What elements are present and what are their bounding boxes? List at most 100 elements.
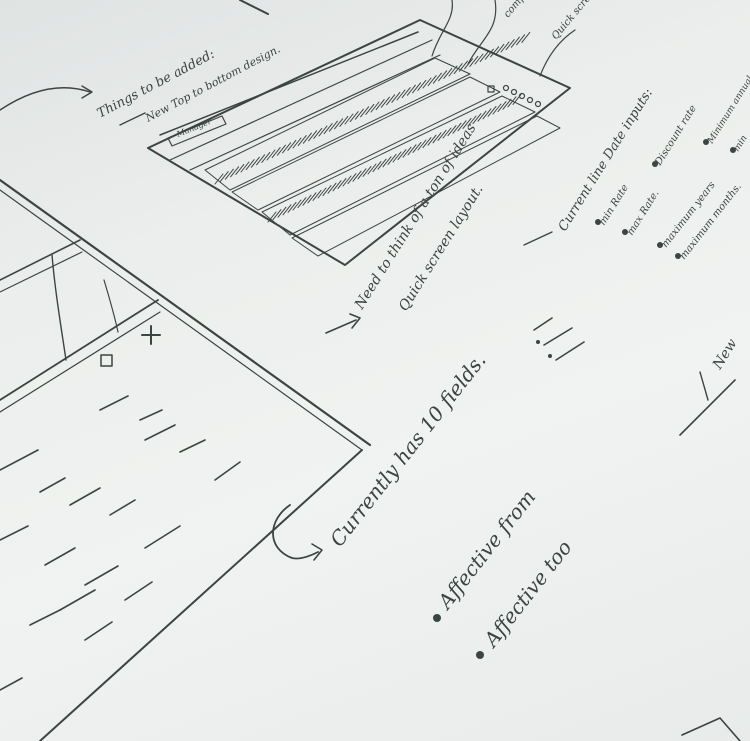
hatch-stroke bbox=[502, 98, 512, 110]
hatch-stroke bbox=[287, 201, 297, 213]
hatch-stroke bbox=[427, 75, 437, 87]
hatch-stroke bbox=[354, 108, 364, 120]
hatch-stroke bbox=[312, 189, 322, 201]
hatch-stroke bbox=[334, 118, 344, 130]
bullet-list-markers bbox=[433, 139, 736, 659]
hatch-stroke bbox=[490, 46, 500, 58]
hatch-stroke bbox=[497, 101, 507, 113]
hatch-stroke bbox=[482, 108, 492, 120]
hatch-stroke bbox=[462, 117, 472, 129]
field-scribble bbox=[0, 525, 29, 541]
quick-screen-layout-note: Quick screen layout. bbox=[396, 182, 487, 314]
hatch-stroke bbox=[230, 166, 240, 178]
hatch-stroke bbox=[477, 110, 487, 122]
hatch-stroke bbox=[313, 127, 323, 139]
hatch-stroke bbox=[292, 137, 302, 149]
hatch-stroke bbox=[412, 82, 422, 94]
hatch-stroke bbox=[521, 31, 531, 43]
hatch-stroke bbox=[327, 182, 337, 194]
hatch-stroke bbox=[422, 137, 432, 149]
hatch-stroke bbox=[362, 165, 372, 177]
hatch-stroke bbox=[337, 177, 347, 189]
hatch-stroke bbox=[323, 123, 333, 135]
hatch-stroke bbox=[507, 96, 517, 108]
hatch-stroke bbox=[417, 139, 427, 151]
hatch-stroke bbox=[224, 168, 234, 180]
hatch-stroke bbox=[407, 144, 417, 156]
hatch-stroke bbox=[443, 67, 453, 79]
hatch-stroke bbox=[302, 194, 312, 206]
hatch-stroke bbox=[505, 39, 515, 51]
hatch-stroke bbox=[452, 122, 462, 134]
hatch-stroke bbox=[328, 120, 338, 132]
hatch-stroke bbox=[297, 135, 307, 147]
field-scribble bbox=[84, 565, 119, 586]
field-scribble bbox=[39, 477, 66, 493]
hatch-stroke bbox=[427, 134, 437, 146]
hatch-stroke bbox=[472, 113, 482, 125]
checkbox-icon bbox=[100, 354, 113, 367]
hatch-stroke bbox=[438, 70, 448, 82]
new-note: New bbox=[709, 336, 740, 373]
hatch-stroke bbox=[332, 180, 342, 192]
hatch-stroke bbox=[432, 132, 442, 144]
hatch-stroke bbox=[458, 60, 468, 72]
compare-note: compare bbox=[502, 0, 539, 20]
scribble-marks bbox=[533, 317, 585, 361]
hatch-stroke bbox=[375, 99, 385, 111]
hatch-stroke bbox=[372, 161, 382, 173]
hatch-stroke bbox=[250, 156, 260, 168]
hatch-stroke bbox=[474, 53, 484, 65]
discount-rate-note: Discount rate bbox=[653, 103, 699, 168]
hatch-stroke bbox=[479, 51, 489, 63]
hatch-stroke bbox=[276, 144, 286, 156]
currently-has-fields-note: Currently has 10 fields. bbox=[325, 348, 491, 551]
hatch-stroke bbox=[277, 206, 287, 218]
hatch-stroke bbox=[219, 171, 229, 183]
hatch-stroke bbox=[282, 142, 292, 154]
hatch-stroke bbox=[287, 139, 297, 151]
main-screen-wireframe bbox=[0, 178, 372, 741]
hatch-stroke bbox=[297, 197, 307, 209]
hatch-stroke bbox=[457, 120, 467, 132]
hatch-stroke bbox=[377, 158, 387, 170]
field-scribble bbox=[84, 621, 113, 641]
hatch-stroke bbox=[308, 130, 318, 142]
hatch-stroke bbox=[484, 48, 494, 60]
hatch-stroke bbox=[352, 170, 362, 182]
min-rate-note: min Rate bbox=[597, 183, 631, 228]
hatch-stroke bbox=[396, 89, 406, 101]
hatch-stroke bbox=[516, 34, 526, 46]
hatch-stroke bbox=[267, 211, 277, 223]
hatch-stroke bbox=[500, 41, 510, 53]
hatch-stroke bbox=[317, 187, 327, 199]
quick-screen-logic-note: Quick screen logic bbox=[550, 0, 619, 42]
hatch-stroke bbox=[347, 173, 357, 185]
manager-label: Manager bbox=[174, 116, 213, 139]
hatch-stroke bbox=[492, 103, 502, 115]
field-scribble bbox=[0, 677, 23, 691]
hatch-stroke bbox=[214, 173, 224, 185]
hatch-stroke bbox=[235, 163, 245, 175]
hatch-stroke bbox=[266, 149, 276, 161]
hatch-stroke bbox=[261, 151, 271, 163]
field-scribble bbox=[124, 581, 153, 601]
field-scribble bbox=[99, 395, 129, 411]
field-scribble bbox=[179, 439, 206, 453]
hatch-stroke bbox=[487, 105, 497, 117]
hatch-stroke bbox=[442, 127, 452, 139]
field-scribble bbox=[69, 487, 101, 506]
hatch-stroke bbox=[402, 146, 412, 158]
field-scribble bbox=[0, 449, 39, 471]
hatch-stroke bbox=[392, 151, 402, 163]
hatch-stroke bbox=[292, 199, 302, 211]
hatch-stroke bbox=[342, 175, 352, 187]
hatch-stroke bbox=[318, 125, 328, 137]
hatch-stroke bbox=[256, 154, 266, 166]
hatch-stroke bbox=[240, 161, 250, 173]
hatch-stroke bbox=[391, 91, 401, 103]
field-scribble bbox=[214, 461, 241, 481]
